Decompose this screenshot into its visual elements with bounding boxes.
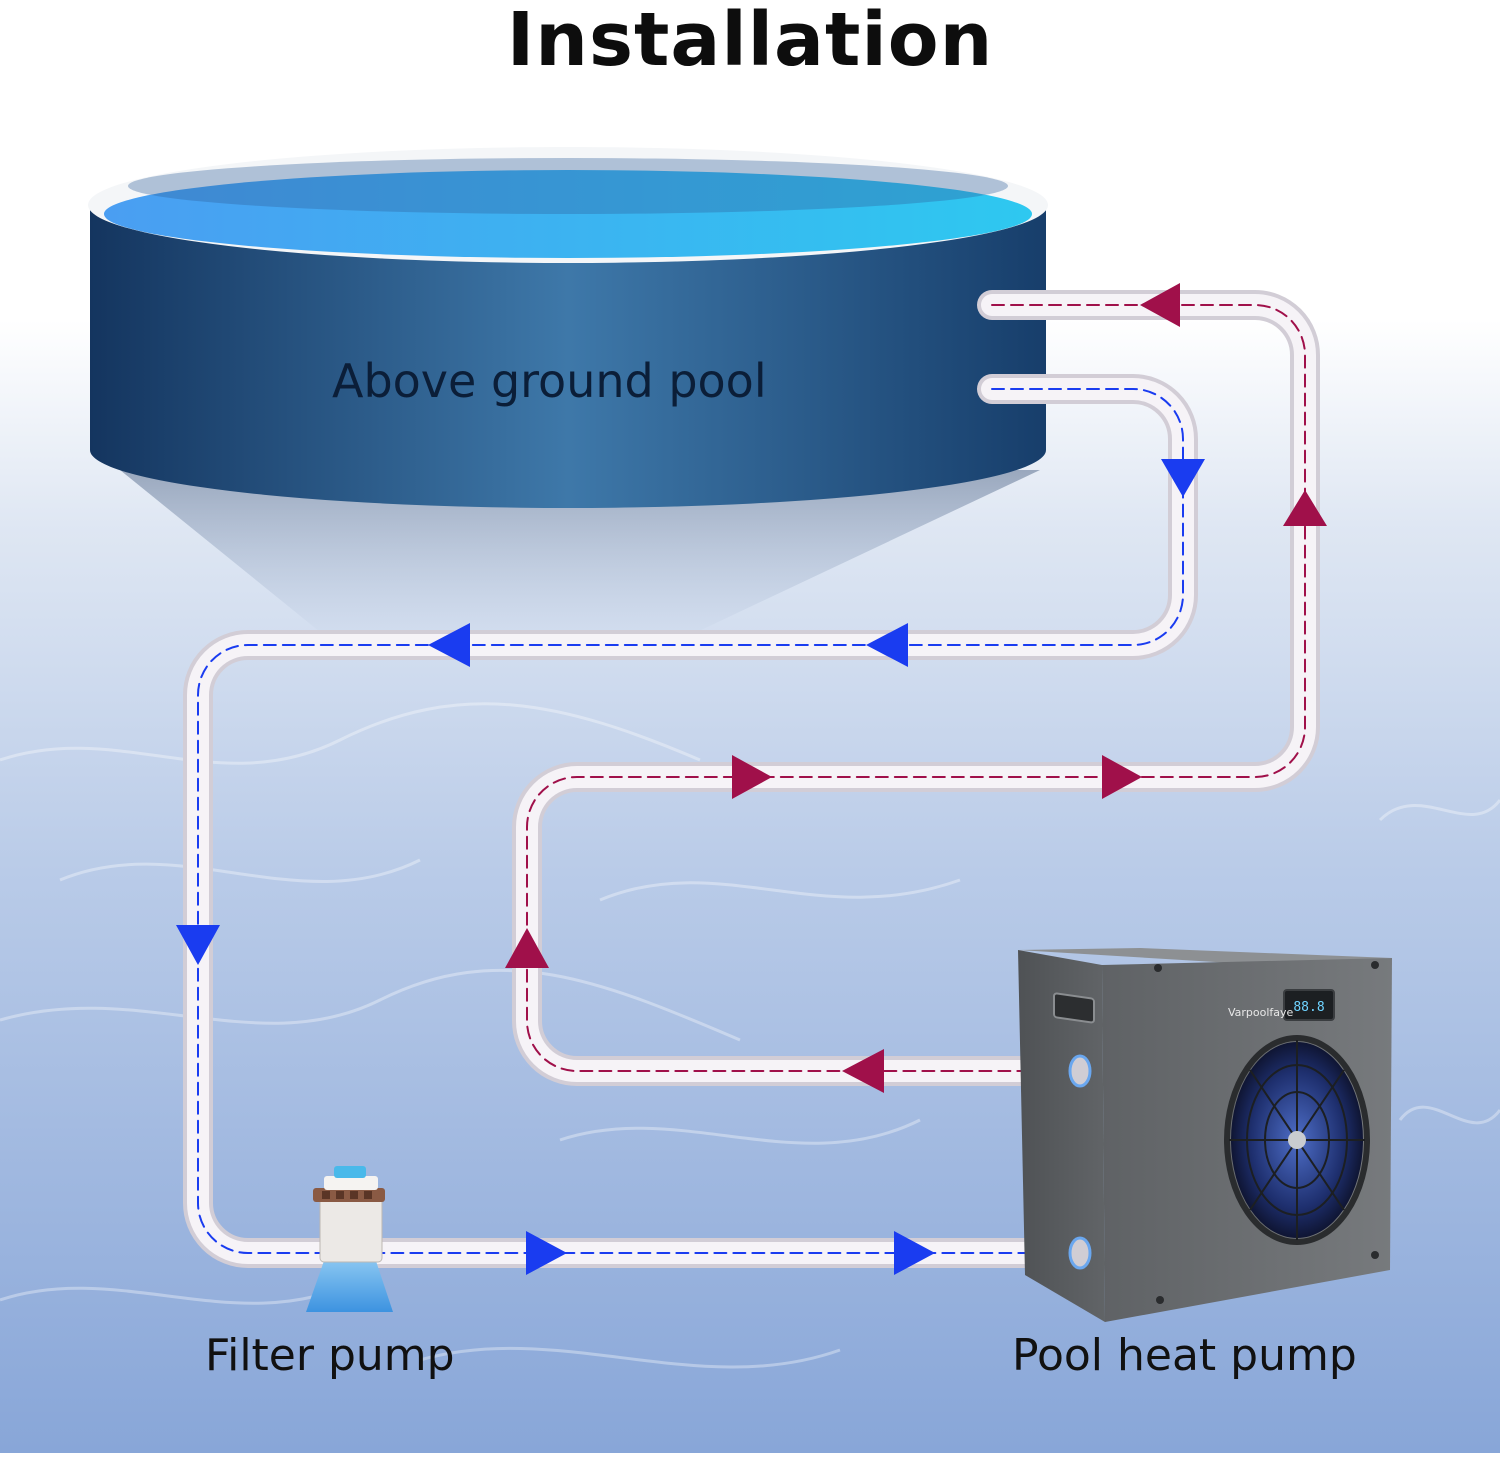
hot-arrow-up-right: [1283, 490, 1327, 526]
flow-arrows: [176, 283, 1327, 1275]
hot-flow-line: [526, 304, 1306, 1072]
page-title: Installation: [506, 0, 994, 83]
pipe-connectors: [1068, 1054, 1092, 1270]
hot-arrow-up-left: [505, 928, 549, 968]
heat-pump-display-digits: 88.8: [1293, 1000, 1324, 1015]
hot-arrow-left-bottom: [842, 1049, 884, 1093]
filter-pump: [306, 1166, 393, 1312]
water-caustics: [0, 702, 1500, 1369]
cold-arrow-left-2: [428, 623, 470, 667]
above-ground-pool: [88, 147, 1048, 508]
filter-pump-cap: [324, 1176, 378, 1190]
pool-inner-wall: [128, 158, 1008, 214]
heat-pump-screws: [1154, 961, 1379, 1304]
label-filter-pump: Filter pump: [205, 1330, 455, 1381]
cold-arrow-down-right: [1161, 459, 1205, 497]
heat-pump-side: [1018, 950, 1105, 1322]
cold-arrow-left-1: [866, 623, 908, 667]
pool-heat-pump: 88.8 Varpoolfaye: [1018, 948, 1392, 1322]
cold-flow-line: [197, 388, 1184, 1254]
fan-icon: [1224, 1035, 1370, 1245]
heat-pump-display: [1283, 989, 1335, 1021]
label-pool-heat-pump: Pool heat pump: [1012, 1330, 1357, 1381]
hot-arrow-right-2: [1102, 755, 1142, 799]
filter-pump-body: [319, 1195, 383, 1263]
heat-pump-brand: Varpoolfaye: [1228, 1006, 1294, 1019]
pool-shadow: [120, 470, 1040, 640]
heat-pump-handle: [1053, 992, 1095, 1024]
cold-arrow-right-1: [526, 1231, 567, 1275]
hot-arrow-right-1: [732, 755, 772, 799]
cold-arrow-right-2: [894, 1231, 935, 1275]
pool-wall: [90, 205, 1046, 508]
filter-pump-knob: [334, 1166, 366, 1178]
cold-arrow-down-left: [176, 925, 220, 965]
pool-water: [104, 170, 1032, 258]
label-above-ground-pool: Above ground pool: [332, 354, 767, 408]
hot-arrow-left-top: [1140, 283, 1180, 327]
filter-pump-base: [306, 1258, 393, 1312]
pipes: [183, 290, 1320, 1268]
